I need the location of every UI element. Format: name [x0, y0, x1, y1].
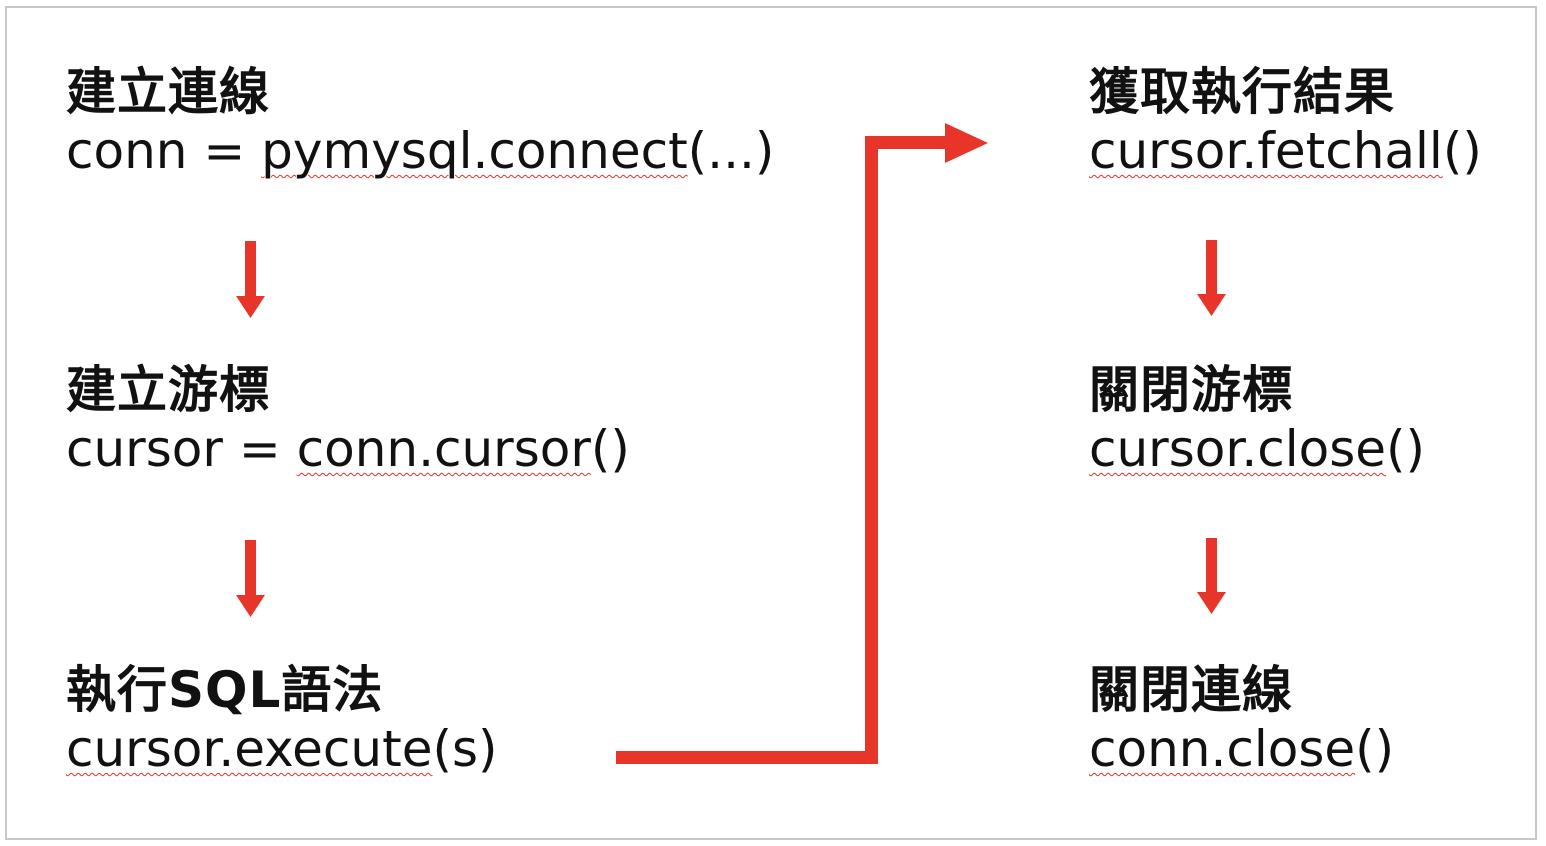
step-code: cursor.execute(s)	[66, 718, 498, 780]
code-tail: ()	[1442, 122, 1482, 180]
code-plain: cursor =	[66, 420, 297, 478]
diagram-frame	[5, 6, 1537, 840]
step-code: cursor = conn.cursor()	[66, 418, 630, 480]
code-marked: pymysql.connect	[261, 122, 688, 180]
code-marked: conn.close	[1089, 720, 1356, 778]
step-code: cursor.close()	[1089, 418, 1425, 480]
step-code: conn = pymysql.connect(...)	[66, 120, 774, 182]
step-title: 執行SQL語法	[66, 661, 384, 719]
code-marked: cursor.execute	[66, 720, 433, 778]
code-tail: ()	[1386, 420, 1426, 478]
step-code: conn.close()	[1089, 718, 1394, 780]
step-cursor: 建立游標 cursor = conn.cursor()	[66, 362, 630, 480]
code-tail: ()	[1355, 720, 1395, 778]
step-close-cursor: 關閉游標 cursor.close()	[1089, 362, 1425, 480]
code-tail: (...)	[687, 122, 775, 180]
code-plain: conn =	[66, 122, 262, 180]
code-marked: conn.cursor	[296, 420, 591, 478]
step-close-connection: 關閉連線 conn.close()	[1089, 662, 1394, 780]
step-connect: 建立連線 conn = pymysql.connect(...)	[66, 64, 774, 182]
code-marked: cursor.close	[1089, 420, 1387, 478]
step-title: 建立連線	[66, 63, 270, 121]
step-title: 獲取執行結果	[1089, 63, 1395, 121]
step-title: 關閉連線	[1089, 661, 1293, 719]
step-code: cursor.fetchall()	[1089, 120, 1482, 182]
step-title: 關閉游標	[1089, 361, 1293, 419]
step-title: 建立游標	[66, 361, 270, 419]
step-fetch: 獲取執行結果 cursor.fetchall()	[1089, 64, 1482, 182]
code-tail: ()	[590, 420, 630, 478]
step-execute: 執行SQL語法 cursor.execute(s)	[66, 662, 498, 780]
code-marked: cursor.fetchall	[1089, 122, 1443, 180]
code-tail: (s)	[432, 720, 498, 778]
